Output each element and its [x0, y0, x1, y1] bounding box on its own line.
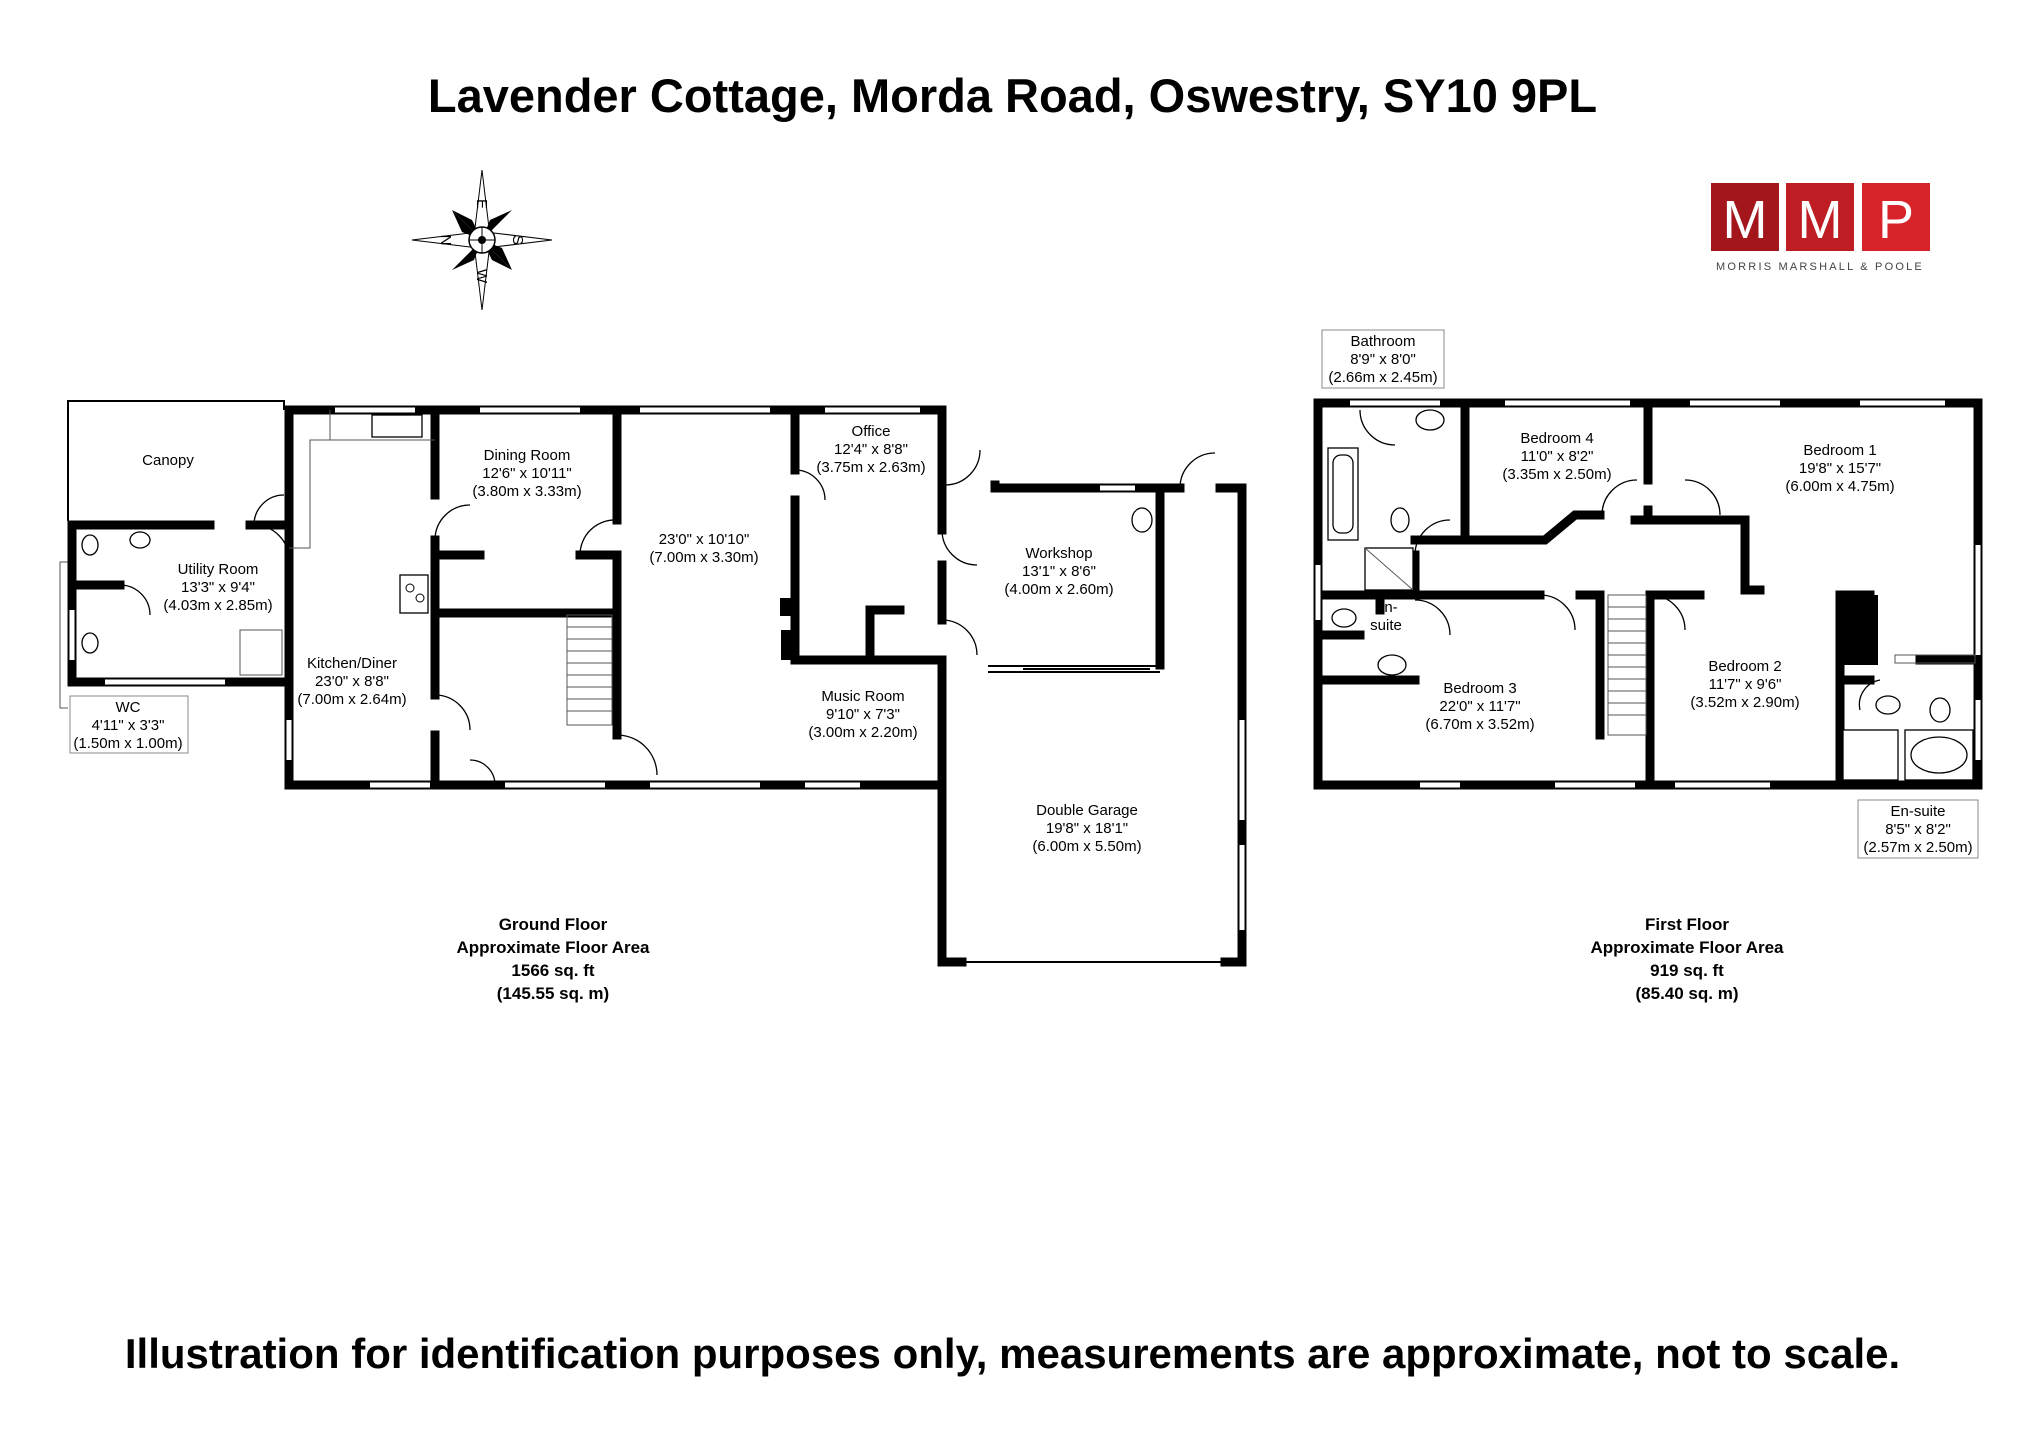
room-label-music-name: Music Room — [821, 688, 904, 705]
room-label-kitchen-imperial: 23'0" x 8'8" — [315, 673, 389, 690]
room-label-workshop-metric: (4.00m x 2.60m) — [1004, 581, 1113, 598]
room-label-lounge-imperial: 23'0" x 10'10" — [659, 531, 750, 548]
room-label-ensuite-metric: (2.57m x 2.50m) — [1863, 839, 1972, 856]
room-label-bedroom4-imperial: 11'0" x 8'2" — [1521, 448, 1594, 465]
first-floor-title: First Floor — [1645, 915, 1729, 934]
room-label-office-name: Office — [852, 423, 891, 440]
room-label-wc-metric: (1.50m x 1.00m) — [73, 735, 182, 752]
compass-rose-icon: E W N S — [411, 169, 553, 311]
room-label-wc-imperial: 4'11" x 3'3" — [92, 717, 165, 734]
room-label-workshop-name: Workshop — [1025, 545, 1092, 562]
room-label-music-metric: (3.00m x 2.20m) — [808, 724, 917, 741]
room-label-music-imperial: 9'10" x 7'3" — [826, 706, 900, 723]
mmp-logo: M M P MORRIS MARSHALL & POOLE — [1711, 183, 1930, 273]
logo-letter-3: P — [1878, 190, 1914, 250]
compass-south-label: S — [509, 235, 526, 245]
room-label-office-imperial: 12'4" x 8'8" — [834, 441, 908, 458]
room-label-dining-metric: (3.80m x 3.33m) — [472, 483, 581, 500]
room-label-bedroom3-imperial: 22'0" x 11'7" — [1439, 698, 1520, 715]
page-title: Lavender Cottage, Morda Road, Oswestry, … — [427, 69, 1598, 122]
room-label-bedroom4-metric: (3.35m x 2.50m) — [1502, 466, 1611, 483]
disclaimer-text: Illustration for identification purposes… — [124, 1330, 1901, 1377]
room-label-bathroom-imperial: 8'9" x 8'0" — [1350, 351, 1416, 368]
room-label-bedroom2-metric: (3.52m x 2.90m) — [1690, 694, 1799, 711]
compass-north-label: N — [437, 235, 454, 246]
room-label-utility-name: Utility Room — [178, 561, 259, 578]
room-label-bedroom3-metric: (6.70m x 3.52m) — [1425, 716, 1534, 733]
room-label-lounge-metric: (7.00m x 3.30m) — [649, 549, 758, 566]
ground-floor-title: Ground Floor — [499, 915, 608, 934]
room-label-office-metric: (3.75m x 2.63m) — [816, 459, 925, 476]
ground-floor-plan: Canopy Utility Room 13'3" x 9'4" (4.03m … — [59, 400, 1247, 1003]
room-label-kitchen-metric: (7.00m x 2.64m) — [297, 691, 406, 708]
room-label-ensuite-imperial: 8'5" x 8'2" — [1885, 821, 1951, 838]
ground-floor-sqft: 1566 sq. ft — [511, 961, 594, 980]
logo-letter-1: M — [1723, 190, 1768, 250]
room-label-bedroom1-metric: (6.00m x 4.75m) — [1785, 478, 1894, 495]
room-label-workshop-imperial: 13'1" x 8'6" — [1022, 563, 1096, 580]
ground-floor-area-label: Approximate Floor Area — [456, 938, 650, 957]
room-label-bedroom1-name: Bedroom 1 — [1803, 442, 1876, 459]
first-floor-sqft: 919 sq. ft — [1650, 961, 1724, 980]
room-label-utility-metric: (4.03m x 2.85m) — [163, 597, 272, 614]
room-label-bedroom2-name: Bedroom 2 — [1708, 658, 1781, 675]
room-label-ensuite-name: En-suite — [1890, 803, 1945, 820]
room-label-utility-imperial: 13'3" x 9'4" — [181, 579, 255, 596]
compass-west-label: W — [473, 269, 490, 284]
room-label-garage-imperial: 19'8" x 18'1" — [1046, 820, 1128, 837]
room-label-canopy: Canopy — [142, 452, 194, 469]
room-label-bedroom2-imperial: 11'7" x 9'6" — [1709, 676, 1782, 693]
first-floor-plan: Bathroom 8'9" x 8'0" (2.66m x 2.45m) Bed… — [1313, 329, 1983, 1003]
room-label-bathroom-metric: (2.66m x 2.45m) — [1328, 369, 1437, 386]
room-label-bedroom3-name: Bedroom 3 — [1443, 680, 1516, 697]
room-label-dining-name: Dining Room — [484, 447, 571, 464]
room-label-kitchen-name: Kitchen/Diner — [307, 655, 397, 672]
logo-tagline: MORRIS MARSHALL & POOLE — [1716, 261, 1924, 273]
room-label-ensuite-small-line1: En- — [1374, 599, 1397, 616]
ground-floor-sqm: (145.55 sq. m) — [497, 984, 609, 1003]
room-label-wc-name: WC — [116, 699, 141, 716]
compass-east-label: E — [473, 199, 490, 209]
room-label-ensuite-small-line2: suite — [1370, 617, 1402, 634]
room-label-bedroom4-name: Bedroom 4 — [1520, 430, 1593, 447]
room-label-garage-metric: (6.00m x 5.50m) — [1032, 838, 1141, 855]
room-label-garage-name: Double Garage — [1036, 802, 1138, 819]
first-floor-sqm: (85.40 sq. m) — [1636, 984, 1739, 1003]
first-floor-area-label: Approximate Floor Area — [1590, 938, 1784, 957]
room-label-bathroom-name: Bathroom — [1350, 333, 1415, 350]
room-label-dining-imperial: 12'6" x 10'11" — [482, 465, 572, 482]
room-label-bedroom1-imperial: 19'8" x 15'7" — [1799, 460, 1881, 477]
logo-letter-2: M — [1798, 190, 1843, 250]
